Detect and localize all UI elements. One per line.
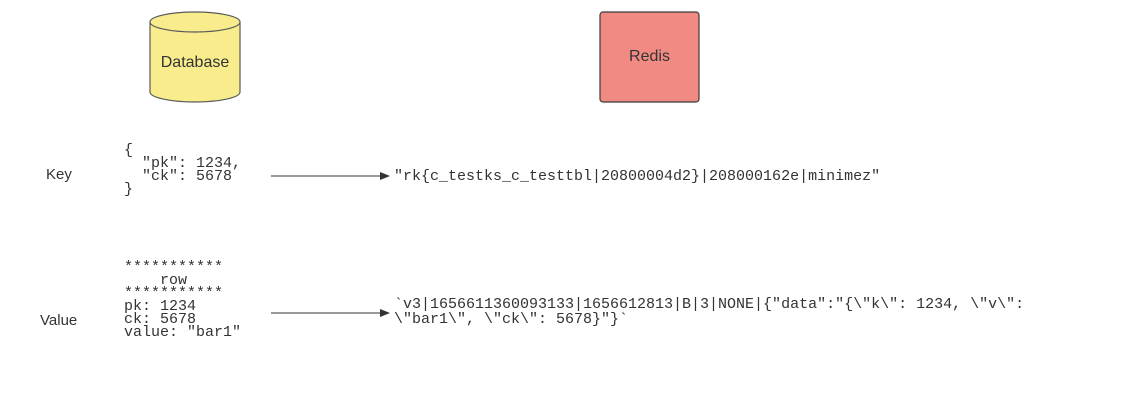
database-cylinder[interactable] <box>149 11 241 103</box>
redis-box[interactable] <box>599 11 700 103</box>
key-arrow <box>271 172 390 180</box>
database-label: Database <box>160 54 230 71</box>
value-source-row: *********** row *********** pk: 1234 ck:… <box>124 259 242 341</box>
key-redis-string: "rk{c_testks_c_testtbl|20800004d2}|20800… <box>394 168 881 185</box>
value-row-label: Value <box>40 312 78 329</box>
key-source-json: { "pk": 1234, "ck": 5678 } <box>124 142 242 198</box>
value-arrow <box>271 309 390 317</box>
redis-label: Redis <box>629 48 670 65</box>
key-row-label: Key <box>46 166 72 183</box>
value-redis-string: `v3|1656611360093133|1656612813|B|3|NONE… <box>394 296 1025 328</box>
